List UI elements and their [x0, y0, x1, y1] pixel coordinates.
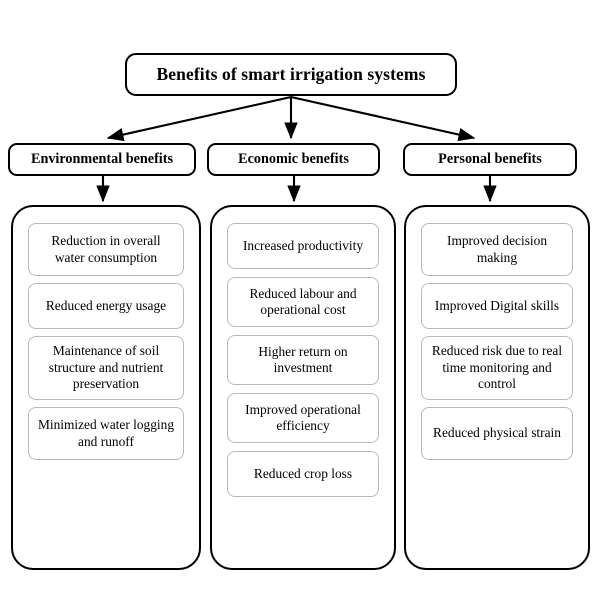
benefit-item: Reduced physical strain	[421, 407, 573, 460]
category-header-economic: Economic benefits	[207, 143, 380, 176]
benefit-item: Reduction in overall water consumption	[28, 223, 184, 276]
benefit-item: Higher return on investment	[227, 335, 379, 385]
connector-title-to-personal	[290, 95, 476, 142]
benefit-item: Reduced labour and operational cost	[227, 277, 379, 327]
benefit-item: Reduced risk due to real time monitoring…	[421, 336, 573, 400]
benefit-item: Minimized water logging and runoff	[28, 407, 184, 460]
category-list-personal: Improved decision making Improved Digita…	[404, 205, 590, 570]
benefit-item: Maintenance of soil structure and nutrie…	[28, 336, 184, 400]
category-list-economic: Increased productivity Reduced labour an…	[210, 205, 396, 570]
benefit-item: Improved operational efficiency	[227, 393, 379, 443]
connector-title-to-environmental	[106, 95, 292, 142]
benefit-item: Increased productivity	[227, 223, 379, 269]
diagram-title: Benefits of smart irrigation systems	[125, 53, 457, 96]
category-header-environmental: Environmental benefits	[8, 143, 196, 176]
benefit-item: Reduced crop loss	[227, 451, 379, 497]
category-list-environmental: Reduction in overall water consumption R…	[11, 205, 201, 570]
benefit-item: Reduced energy usage	[28, 283, 184, 329]
benefit-item: Improved decision making	[421, 223, 573, 276]
benefit-item: Improved Digital skills	[421, 283, 573, 329]
category-header-personal: Personal benefits	[403, 143, 577, 176]
